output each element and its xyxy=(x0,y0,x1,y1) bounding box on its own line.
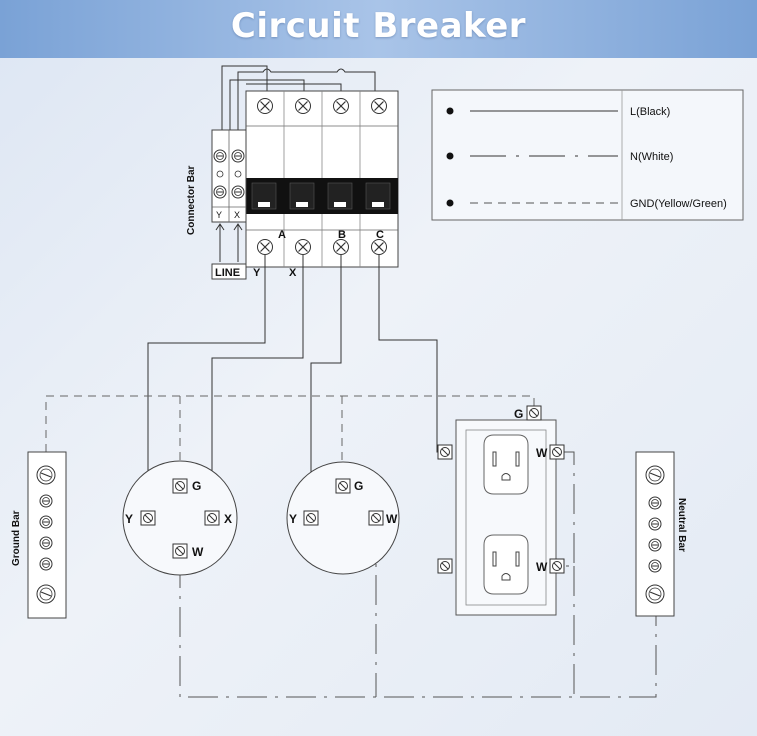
receptacle2-w-label: W xyxy=(386,512,398,526)
pole-label-c: C xyxy=(376,229,384,241)
breaker-top-screw-icon xyxy=(256,97,274,115)
line-in-arrows xyxy=(215,223,243,262)
receptacle1-g-label: G xyxy=(192,479,201,493)
outlet-ground-screw-icon xyxy=(526,405,542,421)
neutral-wires xyxy=(179,451,657,698)
outlet-g-label: G xyxy=(514,407,523,421)
ground-bar-screw-icon xyxy=(36,584,56,604)
neutral-bar-screw-icon xyxy=(645,465,665,485)
breaker-top-screw-icon xyxy=(332,97,350,115)
outlet-hot-screw-icon xyxy=(437,558,453,574)
neutral-bar-screw-icon xyxy=(648,538,662,552)
legend-dot-l xyxy=(446,107,454,115)
neutral-bar-screw-icon xyxy=(648,496,662,510)
legend-label-n: N(White) xyxy=(630,151,673,163)
ground-bar-label: Ground Bar xyxy=(11,510,22,566)
legend-box xyxy=(431,89,744,221)
connector-screw-icon xyxy=(231,149,245,163)
top-feed-wires xyxy=(221,65,376,138)
connector-terminal-y: Y xyxy=(216,210,222,220)
breaker-top-screw-icon xyxy=(370,97,388,115)
neutral-bar-screw-icon xyxy=(645,584,665,604)
ground-bar-screw-icon xyxy=(39,557,53,571)
line-label: LINE xyxy=(215,267,240,279)
neutral-bar-screw-icon xyxy=(648,517,662,531)
terminal-w-screw-icon xyxy=(368,510,384,526)
outlet-hot-screw-icon xyxy=(437,444,453,460)
outlet-w-top-label: W xyxy=(536,446,548,460)
terminal-y-screw-icon xyxy=(140,510,156,526)
ground-bar-screw-icon xyxy=(39,494,53,508)
legend-label-gnd: GND(Yellow/Green) xyxy=(630,198,727,210)
outlet-w-bottom-label: W xyxy=(536,560,548,574)
connector-bar-label: Connector Bar xyxy=(186,165,197,235)
receptacle1-w-label: W xyxy=(192,545,204,559)
receptacle-3-wire: G Y W xyxy=(286,461,400,575)
neutral-bar: Neutral Bar xyxy=(635,451,687,617)
legend: L(Black) N(White) GND(Yellow/Green) xyxy=(431,89,744,221)
legend-label-l: L(Black) xyxy=(630,106,670,118)
receptacle2-y-label: Y xyxy=(289,512,297,526)
terminal-y-screw-icon xyxy=(303,510,319,526)
breaker-bottom-screw-icon xyxy=(294,238,312,256)
line-terminal-x: X xyxy=(289,267,297,279)
receptacle1-x-label: X xyxy=(224,512,232,526)
terminal-g-screw-icon xyxy=(335,478,351,494)
neutral-bar-screw-icon xyxy=(648,559,662,573)
circuit-breaker: A B C xyxy=(245,90,399,268)
connector-bar: Y X Connector Bar LINE Y X xyxy=(186,129,297,280)
ground-bar: Ground Bar xyxy=(11,451,67,619)
breaker-bottom-screw-icon xyxy=(332,238,350,256)
ground-bar-screw-icon xyxy=(36,465,56,485)
terminal-x-screw-icon xyxy=(204,510,220,526)
neutral-bar-label: Neutral Bar xyxy=(676,498,687,552)
outlet-neutral-screw-icon xyxy=(549,558,565,574)
ground-bar-screw-icon xyxy=(39,515,53,529)
line-terminal-y: Y xyxy=(253,267,261,279)
legend-dot-n xyxy=(446,152,454,160)
hot-wires xyxy=(147,255,445,517)
breaker-bottom-screw-icon xyxy=(370,238,388,256)
connector-terminal-x: X xyxy=(234,210,240,220)
duplex-outlet: G W W xyxy=(437,405,565,616)
outlet-neutral-screw-icon xyxy=(549,444,565,460)
terminal-g-screw-icon xyxy=(172,478,188,494)
connector-screw-icon xyxy=(231,185,245,199)
receptacle2-g-label: G xyxy=(354,479,363,493)
page-title: Circuit Breaker xyxy=(230,6,527,46)
breaker-top-screw-icon xyxy=(294,97,312,115)
receptacle-4-wire: G Y X W xyxy=(122,460,238,576)
ground-bar-screw-icon xyxy=(39,536,53,550)
header-banner: Circuit Breaker xyxy=(0,0,757,58)
connector-screw-icon xyxy=(213,185,227,199)
line-label-box xyxy=(211,263,247,280)
receptacle1-y-label: Y xyxy=(125,512,133,526)
legend-dot-gnd xyxy=(446,199,454,207)
breaker-bottom-screw-icon xyxy=(256,238,274,256)
pole-label-b: B xyxy=(338,229,346,241)
terminal-w-screw-icon xyxy=(172,543,188,559)
pole-label-a: A xyxy=(278,229,286,241)
connector-screw-icon xyxy=(213,149,227,163)
ground-wires xyxy=(45,395,535,478)
